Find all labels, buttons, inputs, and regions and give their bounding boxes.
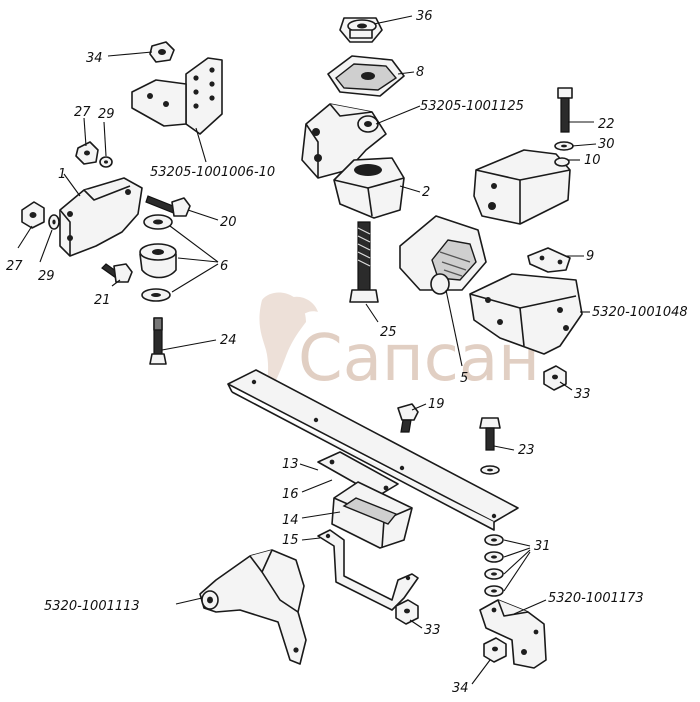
bracket-53205-1001125: [301, 103, 387, 179]
nut-27-left: [21, 201, 45, 229]
bracket-15: [317, 529, 419, 611]
bolt-25: [349, 221, 379, 303]
callout-29-top: 29: [98, 107, 115, 122]
callout-30: 30: [598, 137, 615, 152]
cap-10: [473, 149, 571, 225]
nut-36: [339, 17, 383, 43]
falcon-logo-icon: [259, 292, 318, 404]
callout-labels: 36 8 53205-1001125 34 53205-1001006-10 2…: [6, 9, 688, 696]
callout-19: 19: [428, 397, 445, 412]
bolt-19: [397, 403, 419, 433]
plate-9: [527, 247, 571, 273]
callout-5320-1001113: 5320-1001113: [44, 599, 140, 614]
washer-29-top: [99, 156, 113, 168]
callout-31: 31: [534, 539, 551, 554]
rubber-pad-8: [327, 55, 405, 97]
nut-27-top: [75, 141, 99, 165]
callout-5320-1001048: 5320-1001048: [592, 305, 688, 320]
callout-5320-1001173: 5320-1001173: [548, 591, 644, 606]
callout-34-bottom: 34: [452, 681, 469, 696]
callout-15: 15: [282, 533, 299, 548]
bushing-6: [139, 214, 177, 302]
leader-lines: [17, 15, 597, 685]
callout-5: 5: [460, 371, 468, 386]
callout-10: 10: [584, 153, 601, 168]
crossbar-13: [227, 369, 519, 531]
bolt-23: [479, 417, 501, 475]
callout-13: 13: [282, 457, 299, 472]
callout-20: 20: [220, 215, 237, 230]
rubber-14: [331, 481, 413, 549]
bolt-20: [145, 195, 191, 217]
bolt-22: [557, 87, 573, 133]
callout-25: 25: [380, 325, 397, 340]
callout-1: 1: [58, 167, 66, 182]
callout-16: 16: [282, 487, 299, 502]
rubber-block-2: [333, 157, 405, 219]
callout-21: 21: [94, 293, 111, 308]
callout-24: 24: [220, 333, 237, 348]
callout-6: 6: [220, 259, 228, 274]
bracket-1: [59, 177, 143, 257]
callout-29-left: 29: [38, 269, 55, 284]
callout-9: 9: [586, 249, 594, 264]
bracket-5320-1001173: [479, 599, 547, 669]
callout-2: 2: [422, 185, 430, 200]
callout-33-bottom: 33: [424, 623, 441, 638]
bracket-5320-1001113: [199, 549, 307, 665]
bracket-5320-1001048: [469, 273, 583, 355]
bracket-53205-1001006-10: [131, 57, 223, 135]
nut-34-top: [149, 41, 175, 63]
callout-53205-1001125: 53205-1001125: [420, 99, 524, 114]
callout-53205-1001006-10: 53205-1001006-10: [150, 165, 275, 180]
bolt-21: [101, 263, 133, 283]
callout-23: 23: [518, 443, 535, 458]
washer-30: [554, 141, 574, 151]
nut-33-right: [543, 365, 567, 391]
callout-8: 8: [416, 65, 424, 80]
callout-33-right: 33: [574, 387, 591, 402]
rubber-cushion-5: [399, 215, 487, 295]
callout-34-top: 34: [86, 51, 103, 66]
callout-27-top: 27: [74, 105, 91, 120]
callout-27-left: 27: [6, 259, 23, 274]
washers-31: [484, 534, 504, 597]
callout-14: 14: [282, 513, 299, 528]
callout-36: 36: [416, 9, 433, 24]
nut-33-bottom: [395, 599, 419, 625]
bolt-24: [149, 317, 167, 365]
nut-34-bottom: [483, 637, 507, 663]
washer-29-left: [48, 214, 60, 230]
callout-22: 22: [598, 117, 615, 132]
